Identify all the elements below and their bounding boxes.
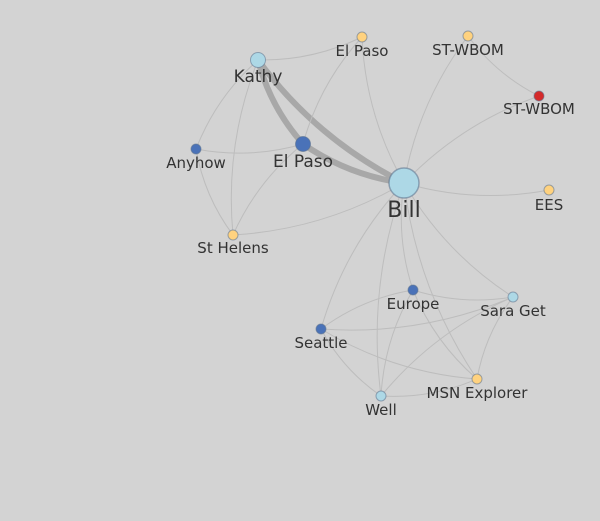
edges-layer [195,35,550,397]
edge-bill-ees [403,182,550,197]
nodes-layer [190,30,555,402]
node-label-elpaso-top: El Paso [336,42,389,60]
node-sthelens[interactable] [227,229,239,241]
edge-kathy-elpaso-top [257,36,363,61]
edge-elpaso-center-sthelens [232,143,304,236]
node-elpaso-center[interactable] [295,136,311,152]
node-label-ees: EES [535,196,563,214]
edge-kathy-anyhow [195,59,259,150]
edge-bill-saraget [403,182,514,298]
node-stwbom-top[interactable] [462,30,474,42]
edge-seattle-saraget [320,296,514,331]
node-anyhow[interactable] [190,143,202,155]
edge-kathy-bill [255,57,407,186]
edge-anyhow-elpaso-center [195,143,304,154]
node-label-europe: Europe [387,295,440,313]
edge-saraget-msnexplorer [476,296,514,380]
edge-stwbom-top-bill [403,35,469,184]
edge-bill-seattle [320,182,405,330]
node-well[interactable] [375,390,387,402]
node-label-stwbom-red: ST-WBOM [503,100,575,118]
edge-elpaso-top-bill [361,36,405,184]
edge-bill-well [376,182,405,397]
node-saraget[interactable] [507,291,519,303]
node-label-well: Well [365,401,397,419]
node-label-seattle: Seattle [294,334,347,352]
node-label-elpaso-center: El Paso [273,152,333,172]
edge-saraget-well [380,296,514,397]
node-elpaso-top[interactable] [356,31,368,43]
node-stwbom-red[interactable] [533,90,545,102]
edge-bill-msnexplorer [403,182,478,380]
node-label-saraget: Sara Get [480,302,546,320]
node-europe[interactable] [407,284,419,296]
edge-stwbom-top-stwbom-red [467,35,540,97]
node-bill[interactable] [388,167,420,199]
edge-europe-msnexplorer [412,289,478,380]
node-seattle[interactable] [315,323,327,335]
edge-stwbom-red-bill [403,95,540,184]
edge-anyhow-sthelens [195,148,234,236]
edge-seattle-msnexplorer [320,328,478,380]
node-kathy[interactable] [250,52,266,68]
node-msnexplorer[interactable] [471,373,483,385]
edge-europe-saraget [412,289,514,301]
node-ees[interactable] [543,184,555,196]
node-label-stwbom-top: ST-WBOM [432,41,504,59]
edge-europe-well [380,289,414,397]
edge-kathy-sthelens [230,59,259,236]
node-label-msnexplorer: MSN Explorer [427,384,529,402]
edge-well-msnexplorer [380,378,478,397]
edge-seattle-well [320,328,382,397]
node-label-sthelens: St Helens [197,239,269,257]
node-label-kathy: Kathy [234,67,283,87]
node-label-bill: Bill [387,198,420,223]
node-label-anyhow: Anyhow [166,154,226,172]
edge-europe-seattle [320,289,414,330]
edge-kathy-elpaso-center [255,57,306,147]
edge-elpaso-top-elpaso-center [302,36,363,145]
edge-sthelens-bill [232,182,405,236]
